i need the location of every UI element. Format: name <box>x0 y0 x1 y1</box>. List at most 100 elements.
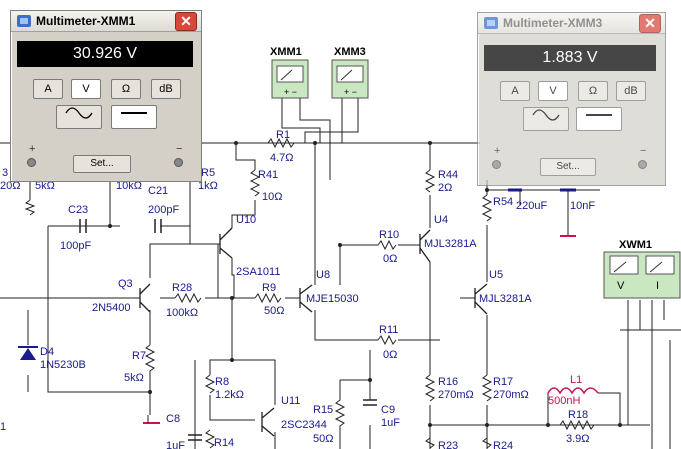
r-left-symbol <box>24 199 36 216</box>
r41-symbol <box>249 169 261 197</box>
xmm3-plus-terminal[interactable] <box>492 160 501 169</box>
capacitor-symbols <box>48 219 377 441</box>
r5-value: 1kΩ <box>198 180 218 192</box>
u10-part: 2SA1011 <box>236 266 280 278</box>
c23-value: 100pF <box>60 240 91 252</box>
xmm1-close-button[interactable]: ✕ <box>175 12 197 31</box>
xwm1-instrument[interactable] <box>603 251 681 299</box>
xmm3-plus-label: + <box>494 145 501 157</box>
u5-label: U5 <box>489 269 503 281</box>
xmm1-titlebar[interactable]: Multimeter-XMM1 ✕ <box>11 11 201 32</box>
xmm3-ampere-button[interactable]: A <box>500 81 530 101</box>
r8-label: R8 <box>215 376 229 388</box>
xmm1-set-button[interactable]: Set... <box>73 155 131 173</box>
multimeter-xmm1-window[interactable]: Multimeter-XMM1 ✕ 30.926 V A V Ω dB + − … <box>10 10 202 182</box>
xmm1-ac-button[interactable] <box>56 105 102 129</box>
xmm3-volt-button[interactable]: V <box>538 81 568 101</box>
xmm3-set-button[interactable]: Set... <box>540 158 596 176</box>
u10-transistor <box>219 227 233 259</box>
xmm1-ohm-button[interactable]: Ω <box>111 79 141 99</box>
q3-label: Q3 <box>118 278 133 290</box>
r44-value: 2Ω <box>438 182 452 194</box>
r14-label: R14 <box>214 437 234 449</box>
d4-label: D4 <box>40 346 54 358</box>
r41-label: R41 <box>258 169 278 181</box>
c21-symbol <box>154 219 162 233</box>
r7-label: R7 <box>132 350 146 362</box>
xmm3-dc-button[interactable] <box>576 107 622 131</box>
u11-label: U11 <box>281 395 300 407</box>
r18-value: 3.9Ω <box>566 433 590 445</box>
r16-symbol <box>424 374 436 402</box>
r15-value: 50Ω <box>313 433 333 445</box>
xmm1-title: Multimeter-XMM1 <box>36 14 136 28</box>
u4-label: U4 <box>434 214 448 226</box>
r17-symbol <box>481 374 493 402</box>
ac-wave-icon <box>532 109 560 121</box>
q3-transistor <box>139 283 151 313</box>
c8-symbol <box>188 434 202 441</box>
r9-label: R9 <box>262 282 276 294</box>
c21-value: 200pF <box>148 204 179 216</box>
r54-label: R54 <box>493 196 513 208</box>
r28-label: R28 <box>172 282 192 294</box>
xmm3-label: XMM3 <box>334 46 366 58</box>
r54-symbol <box>481 194 493 222</box>
r24-label: R24 <box>493 440 513 449</box>
ac-wave-icon <box>65 107 93 119</box>
xmm3-minus-terminal[interactable] <box>638 160 647 169</box>
xmm3-db-button[interactable]: dB <box>616 81 646 101</box>
r15-label: R15 <box>313 404 333 416</box>
r16-value: 270mΩ <box>438 389 474 401</box>
r11-value: 0Ω <box>383 349 397 361</box>
xmm1-volt-button[interactable]: V <box>71 79 101 99</box>
r1-value: 4.7Ω <box>270 152 294 164</box>
r44-symbol <box>424 169 436 193</box>
xmm3-titlebar[interactable]: Multimeter-XMM3 ✕ <box>478 13 665 34</box>
u5-part: MJL3281A <box>479 293 532 305</box>
r17-label: R17 <box>493 376 513 388</box>
l1-inductor-symbol <box>547 387 599 395</box>
r17-value: 270mΩ <box>493 389 529 401</box>
xmm3-instrument[interactable]: + − <box>331 59 369 99</box>
l1-value: 500nH <box>548 395 580 407</box>
u8-label: U8 <box>316 269 330 281</box>
xmm1-minus-label: − <box>176 143 183 155</box>
r11-symbol <box>377 334 397 346</box>
xmm1-db-button[interactable]: dB <box>151 79 181 99</box>
q3-part: 2N5400 <box>92 302 131 314</box>
xmm1-instrument[interactable]: + − <box>271 59 309 99</box>
r18-label: R18 <box>568 409 588 421</box>
multimeter-xmm3-window[interactable]: Multimeter-XMM3 ✕ 1.883 V A V Ω dB + − S… <box>477 12 666 186</box>
r9-value: 50Ω <box>264 305 284 317</box>
r14-symbol <box>204 429 216 449</box>
c9-symbol <box>363 399 377 406</box>
edge-1-label: 1 <box>0 421 6 433</box>
r-top2-value: 5kΩ <box>35 180 55 192</box>
u11-part: 2SC2344 <box>281 419 327 431</box>
r1-label: R1 <box>276 129 290 141</box>
d4-part: 1N5230B <box>40 359 86 371</box>
xmm3-minus-label: − <box>640 145 647 157</box>
xmm1-plus-terminal[interactable] <box>27 158 36 167</box>
xmm3-ohm-button[interactable]: Ω <box>578 81 608 101</box>
xmm1-ampere-button[interactable]: A <box>33 79 63 99</box>
r9-symbol <box>254 292 282 304</box>
xmm1-dc-button[interactable] <box>111 105 157 129</box>
u5-transistor <box>474 283 488 315</box>
r8-value: 1.2kΩ <box>215 389 244 401</box>
xmm3-ac-button[interactable] <box>523 107 569 131</box>
xmm3-title: Multimeter-XMM3 <box>503 16 603 30</box>
transistor-symbols <box>139 227 488 437</box>
r7-value: 5kΩ <box>124 372 144 384</box>
xmm1-label: XMM1 <box>270 46 302 58</box>
r5-label: R5 <box>201 167 215 179</box>
xmm1-plus-label: + <box>29 143 36 155</box>
c9-value: 1uF <box>381 417 400 429</box>
r7-symbol <box>144 344 156 380</box>
r10-label: R10 <box>379 229 399 241</box>
r23-label: R23 <box>438 440 458 449</box>
xmm3-close-button[interactable]: ✕ <box>639 14 661 33</box>
xmm1-minus-terminal[interactable] <box>174 158 183 167</box>
